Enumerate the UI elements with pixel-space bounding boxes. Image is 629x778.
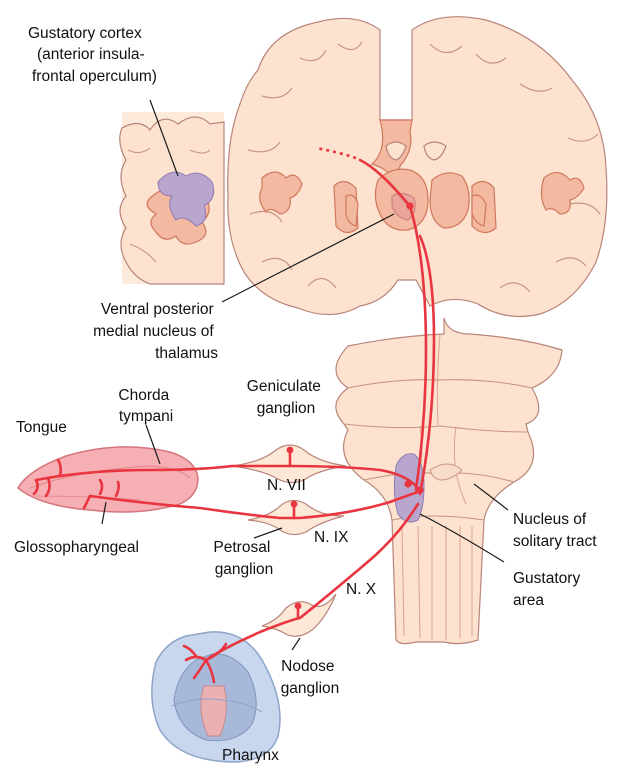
label-nts: Nucleus of solitary tract bbox=[513, 511, 597, 550]
label-petrosal-ganglion: Petrosal ganglion bbox=[213, 539, 274, 578]
label-tongue: Tongue bbox=[16, 419, 67, 436]
label-n9: N. IX bbox=[314, 529, 349, 546]
label-pharynx: Pharynx bbox=[222, 747, 279, 764]
label-gustatory-cortex: Gustatory cortex (anterior insula- front… bbox=[28, 25, 157, 85]
label-vpm-thalamus: Ventral posterior medial nucleus of thal… bbox=[93, 301, 218, 362]
label-n7: N. VII bbox=[267, 477, 306, 494]
label-n10: N. X bbox=[346, 581, 377, 598]
label-nodose-ganglion: Nodose ganglion bbox=[281, 658, 340, 697]
label-geniculate-ganglion: Geniculate ganglion bbox=[247, 378, 325, 417]
brain-coronal-section bbox=[228, 17, 607, 317]
cortex-inset bbox=[120, 112, 224, 284]
thalamus-terminal bbox=[406, 202, 413, 209]
pharynx bbox=[152, 632, 280, 762]
label-chorda-tympani: Chorda tympani bbox=[118, 387, 173, 425]
label-gustatory-area: Gustatory area bbox=[513, 570, 585, 609]
label-glossopharyngeal: Glossopharyngeal bbox=[14, 539, 139, 556]
